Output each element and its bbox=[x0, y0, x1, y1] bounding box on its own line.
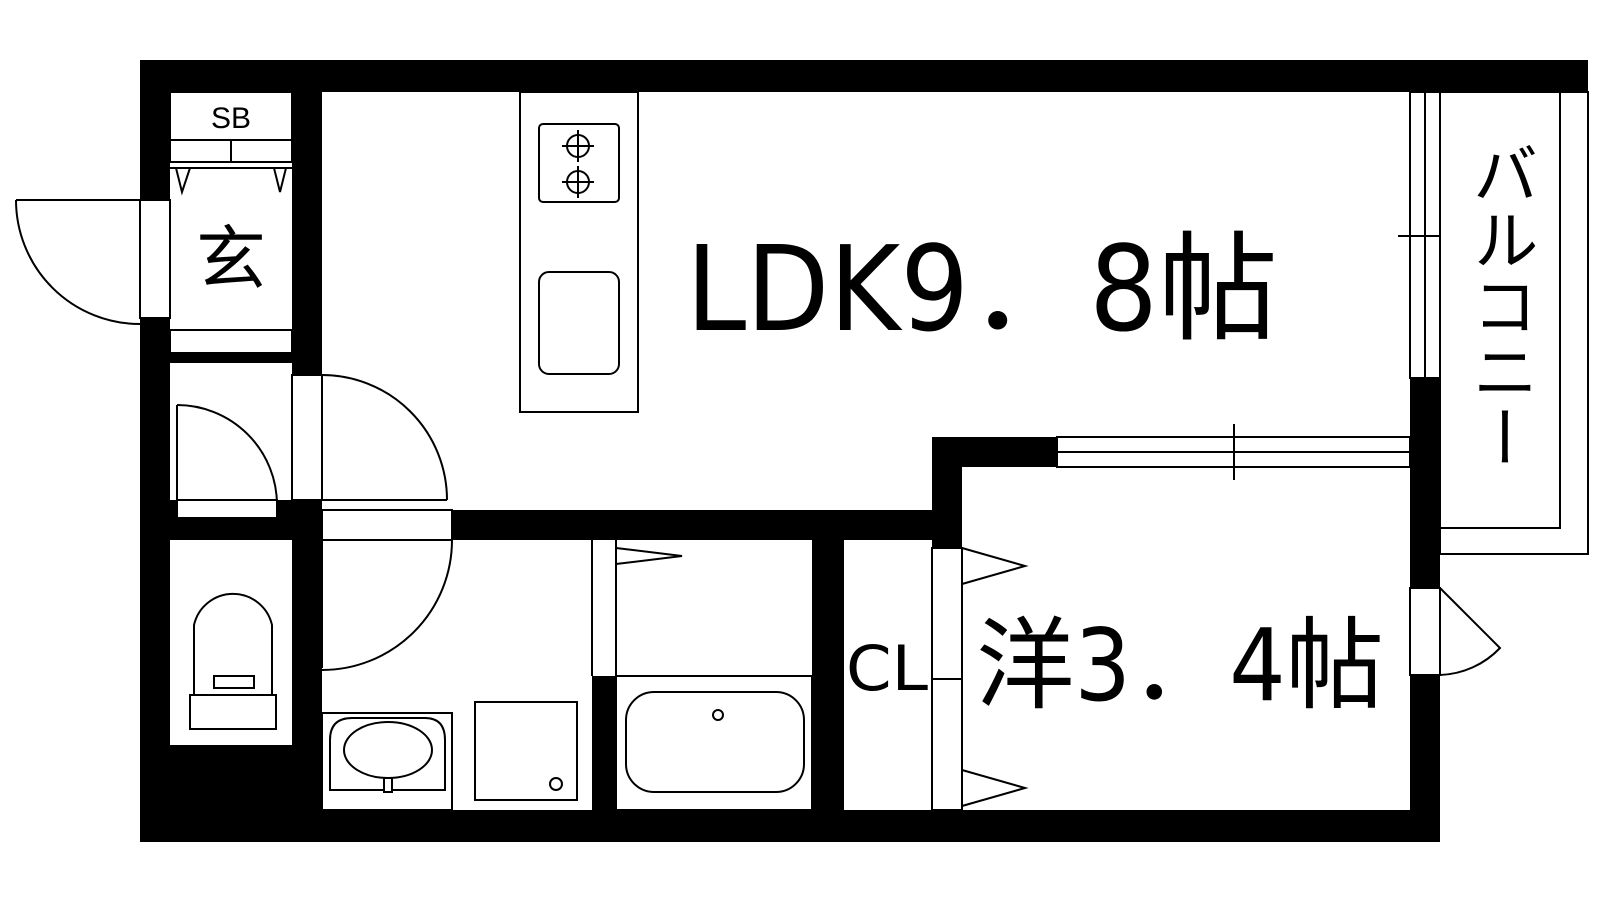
shoe-box-door-right bbox=[273, 167, 287, 193]
closet-label: CL bbox=[846, 632, 928, 705]
toilet bbox=[189, 592, 277, 730]
ldk-door-jamb bbox=[291, 374, 323, 501]
ldk-label: LDK9．8帖 bbox=[686, 220, 1278, 358]
toilet-seat bbox=[213, 675, 255, 689]
bedroom-balcony-door bbox=[1409, 587, 1502, 676]
closet-door-arrow-top bbox=[961, 546, 1029, 586]
wall-entrance-divider bbox=[170, 353, 292, 363]
entrance-label: 玄 bbox=[196, 218, 266, 300]
shoe-box bbox=[169, 91, 293, 196]
wall-entrance-ldk bbox=[292, 60, 322, 375]
wall-ldk-bath bbox=[452, 510, 956, 540]
toilet-door-swing bbox=[176, 404, 278, 506]
wall-right-bedroom-low bbox=[1410, 675, 1440, 840]
entrance-step bbox=[169, 329, 293, 354]
wall-block-bottom-left bbox=[140, 745, 322, 840]
washroom-door bbox=[321, 509, 453, 671]
kitchen-sink bbox=[538, 271, 620, 375]
toilet-door bbox=[176, 404, 278, 519]
wall-toilet-right bbox=[292, 518, 322, 840]
wall-bath-left bbox=[592, 676, 616, 840]
ldk-door-swing bbox=[321, 374, 448, 501]
entrance-door-jamb bbox=[139, 199, 171, 319]
wall-top bbox=[140, 60, 1588, 92]
walls bbox=[140, 60, 1588, 842]
shoe-box-door-left bbox=[175, 167, 191, 196]
bedroom-balcony-door-jamb bbox=[1409, 587, 1441, 676]
closet-door-arrow-bottom bbox=[961, 768, 1029, 808]
kitchen-stove bbox=[538, 123, 620, 203]
balcony bbox=[1439, 60, 1589, 555]
wall-toilet-top bbox=[170, 518, 322, 540]
closet bbox=[931, 546, 1029, 811]
wall-closet-right-top bbox=[932, 540, 962, 548]
western-room-label: 洋3．4帖 bbox=[976, 607, 1384, 724]
wall-bottom bbox=[140, 810, 1440, 842]
toilet-door-frame bbox=[176, 499, 278, 519]
entrance-door-swing bbox=[15, 199, 141, 325]
wall-bath-right bbox=[812, 540, 844, 840]
washing-machine-drain bbox=[549, 777, 563, 791]
washbasin-bowl bbox=[343, 721, 433, 779]
washbasin bbox=[321, 712, 453, 811]
bathtub-inner bbox=[625, 691, 805, 793]
ldk-bedroom-sliding-door bbox=[1056, 424, 1411, 480]
bath-door-arrow bbox=[615, 546, 683, 566]
bathroom bbox=[591, 540, 813, 811]
balcony-corner bbox=[1560, 60, 1588, 92]
washing-machine-space bbox=[474, 701, 578, 801]
wall-left-lower bbox=[140, 318, 170, 828]
toilet-tank bbox=[189, 694, 277, 730]
wall-left-upper bbox=[140, 60, 170, 200]
bedroom-balcony-door-swing bbox=[1439, 587, 1502, 676]
balcony-inner bbox=[1439, 91, 1561, 529]
toilet-bowl bbox=[193, 592, 273, 696]
shoe-box-outline bbox=[169, 91, 293, 141]
entrance-door bbox=[15, 199, 171, 325]
wall-right-bedroom bbox=[1410, 378, 1440, 588]
bathtub-drain bbox=[712, 709, 724, 721]
balcony-label: バルコニー bbox=[1462, 140, 1539, 470]
washroom-door-swing bbox=[321, 539, 453, 671]
washbasin-tap bbox=[383, 777, 393, 793]
wall-ldk-bedroom-v bbox=[932, 437, 962, 540]
washroom-door-frame bbox=[321, 509, 453, 541]
ldk-door bbox=[291, 374, 448, 501]
kitchen bbox=[519, 91, 639, 413]
shoe-box-label: SB bbox=[211, 102, 251, 135]
